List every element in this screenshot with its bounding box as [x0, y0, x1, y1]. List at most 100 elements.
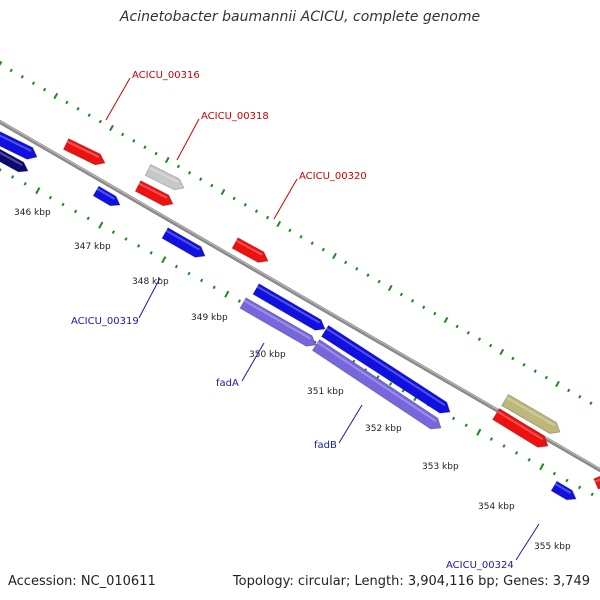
tick-mark [76, 106, 80, 111]
gene-arrow [320, 324, 451, 414]
tick-mark [410, 298, 415, 303]
tick-mark [265, 215, 270, 220]
tick-mark [502, 444, 506, 448]
tick-mark [276, 220, 282, 228]
genome-summary-text: Topology: circular; Length: 3,904,116 bp… [232, 574, 590, 589]
tick-mark [565, 478, 569, 483]
tick-mark [164, 156, 170, 164]
tick-mark [443, 316, 449, 324]
tick-mark [254, 209, 259, 214]
tick-mark [199, 177, 203, 182]
gene-highlight [165, 229, 200, 251]
tick-mark [489, 437, 493, 441]
gene-arrow [134, 180, 174, 207]
tick-mark [511, 356, 515, 361]
tick-mark [464, 423, 468, 428]
gene-arrow [311, 339, 442, 430]
tick-mark [98, 119, 102, 124]
gene-label: ACICU_00319 [71, 316, 139, 327]
gene-leader-line [176, 118, 200, 161]
tick-mark [387, 284, 393, 292]
tick-mark [161, 256, 167, 264]
tick-mark [344, 260, 348, 265]
tick-mark [499, 348, 505, 356]
tick-mark [224, 290, 230, 298]
tick-mark [109, 124, 114, 132]
gene-leader-line [105, 77, 131, 121]
kbp-label: 349 kbp [191, 313, 228, 323]
tick-mark [389, 382, 393, 386]
tick-mark [488, 343, 493, 348]
gene-highlight [0, 134, 32, 152]
gene-leader-line [515, 523, 540, 561]
kbp-label: 353 kbp [422, 462, 459, 472]
tick-mark [121, 132, 125, 137]
gene-arrow [231, 237, 269, 263]
kbp-label: 355 kbp [534, 542, 571, 552]
tick-mark [578, 485, 582, 490]
gene-arrow [144, 164, 185, 191]
gene-highlight [235, 239, 263, 256]
tick-mark [476, 428, 482, 436]
tick-mark [355, 266, 359, 271]
gene-highlight [256, 285, 320, 324]
tick-mark [200, 278, 204, 283]
gene-leader-line [273, 178, 298, 220]
gene-highlight [497, 410, 544, 441]
tick-mark [321, 247, 325, 252]
tick-mark [555, 380, 560, 388]
gene-highlight [148, 166, 179, 183]
tick-mark [401, 389, 405, 393]
tick-mark [232, 196, 236, 201]
tick-mark [299, 234, 303, 239]
tick-mark [20, 74, 24, 79]
tick-mark [0, 168, 2, 172]
gene-track [0, 131, 600, 501]
kbp-label: 352 kbp [365, 424, 402, 434]
tick-mark [87, 113, 91, 118]
tick-mark [366, 273, 370, 278]
tick-mark [212, 285, 216, 290]
tick-mark [174, 264, 178, 269]
kbp-label: 351 kbp [307, 387, 344, 397]
gene-highlight [317, 341, 437, 422]
gene-arrow [239, 297, 317, 347]
gene-highlight [66, 140, 100, 158]
tick-mark [65, 100, 69, 105]
kbp-label: 348 kbp [132, 277, 169, 287]
tick-mark [61, 202, 65, 207]
tick-mark [288, 228, 292, 233]
tick-mark [48, 195, 52, 200]
tick-mark [399, 292, 404, 297]
tick-mark [132, 138, 136, 143]
tick-mark [527, 458, 531, 462]
gene-arrow [62, 138, 106, 166]
tick-mark [552, 471, 556, 476]
tick-mark [237, 299, 241, 303]
tick-mark [35, 187, 41, 195]
tick-mark [220, 188, 226, 196]
tick-mark [466, 330, 470, 335]
gene-arrow [0, 131, 38, 160]
genome-title: Acinetobacter baumannii ACICU, complete … [119, 9, 481, 25]
tick-mark [143, 145, 147, 150]
gene-highlight [96, 187, 115, 200]
tick-mark [522, 362, 526, 367]
tick-mark [31, 81, 36, 86]
tick-mark [111, 230, 115, 234]
tick-mark [243, 202, 247, 207]
gene-leader-line [338, 404, 363, 444]
upper-tick-track [0, 60, 593, 406]
gene-leader-line [138, 277, 161, 319]
tick-mark [23, 182, 27, 186]
gene-label: ACICU_00324 [446, 560, 514, 571]
tick-mark [53, 92, 59, 100]
gene-labels: ACICU_00316ACICU_00318ACICU_00320ACICU_0… [71, 70, 540, 571]
tick-mark [422, 305, 426, 310]
kbp-label: 350 kbp [249, 350, 286, 360]
tick-mark [589, 401, 593, 406]
tick-mark [310, 241, 314, 246]
tick-mark [11, 175, 15, 179]
gene-arrow [252, 283, 326, 331]
